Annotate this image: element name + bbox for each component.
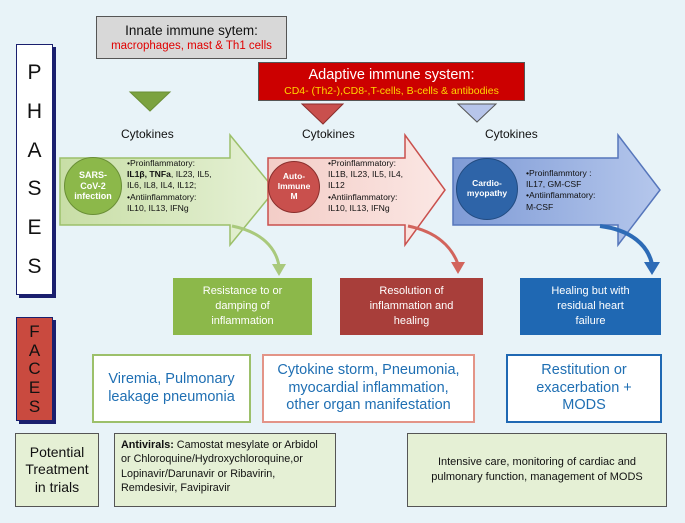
face-text: Viremia, Pulmonary leakage pneumonia <box>108 370 235 405</box>
faces-letter: S <box>28 397 41 417</box>
adaptive-down-triangle-1 <box>300 103 345 125</box>
curved-arrow-green-head <box>272 264 286 276</box>
treatment-label: Potential Treatment in trials <box>25 443 89 495</box>
treatment-label-box: Potential Treatment in trials <box>15 433 99 507</box>
curved-arrow-green <box>231 224 281 267</box>
curved-arrow-blue <box>599 224 654 265</box>
cardiomyopathy-circle: Cardio-myopathy <box>456 158 518 220</box>
adaptive-title: Adaptive immune system: <box>308 66 475 83</box>
innate-subtitle: macrophages, mast & Th1 cells <box>111 40 272 52</box>
cytokines-label-1: Cytokines <box>121 127 174 141</box>
phases-column: P H A S E S <box>16 44 53 295</box>
pro-bold: IL1β, TNFa <box>127 169 171 180</box>
pro-label: •Proinflammatory: <box>127 158 195 168</box>
faces-column: F A C E S <box>16 317 53 421</box>
circle-label: Cardio-myopathy <box>466 178 508 198</box>
face-text: Restitution or exacerbation + MODS <box>536 361 632 414</box>
pro-list: IL1β, TNFa, IL23, IL5, IL6, IL8, IL4, IL… <box>127 169 227 191</box>
outcome-box-blue: Healing but with residual heart failure <box>520 278 661 335</box>
adaptive-immune-box: Adaptive immune system: CD4- (Th2-),CD8-… <box>258 62 525 101</box>
antivirals-label: Antivirals: <box>121 439 174 451</box>
faces-letter: C <box>28 359 41 379</box>
anti-list: IL10, IL13, IFNg <box>127 202 189 213</box>
innate-down-triangle <box>128 91 172 112</box>
faces-letter: F <box>29 321 40 341</box>
anti-list: M-CSF <box>526 201 554 212</box>
curved-arrow-blue-head <box>644 262 660 275</box>
phase-arrow-blue <box>452 132 661 248</box>
outcome-text: Resolution of inflammation and healing <box>369 285 454 327</box>
outcome-box-red: Resolution of inflammation and healing <box>340 278 483 335</box>
circle-label: SARS-CoV-2 infection <box>74 170 112 202</box>
anti-label: •Antiinflammatory: <box>526 190 596 201</box>
innate-immune-box: Innate immune sytem: macrophages, mast &… <box>96 16 287 59</box>
faces-letter: A <box>28 340 41 360</box>
adaptive-subtitle: CD4- (Th2-),CD8-,T-cells, B-cells & anti… <box>284 84 499 97</box>
phases-letter: E <box>27 216 42 240</box>
face-box-red: Cytokine storm, Pneumonia, myocardial in… <box>262 354 475 423</box>
phases-letter: S <box>27 177 42 201</box>
phases-letter: A <box>27 138 42 162</box>
innate-title: Innate immune sytem: <box>125 23 258 38</box>
pro-label: •Proinflammatory: <box>328 158 396 168</box>
autoimmune-circle: Auto-Immune M <box>268 161 320 213</box>
outcome-text: Resistance to or damping of inflammation <box>202 285 283 327</box>
outcome-box-green: Resistance to or damping of inflammation <box>173 278 312 335</box>
face-box-green: Viremia, Pulmonary leakage pneumonia <box>92 354 251 423</box>
sars-cov-2-circle: SARS-CoV-2 infection <box>64 157 122 215</box>
antivirals-text: Camostat mesylate or Arbidol or Chloroqu… <box>121 439 318 494</box>
antivirals-box: Antivirals: Camostat mesylate or Arbidol… <box>114 433 336 507</box>
cytokines-label-3: Cytokines <box>485 127 538 141</box>
pro-rest: , IL23, IL5, IL6, IL8, IL4, IL12; <box>127 169 212 191</box>
pro-list: IL17, GM-CSF <box>526 179 582 190</box>
outcome-text: Healing but with residual heart failure <box>551 285 630 327</box>
care-text: Intensive care, monitoring of cardiac an… <box>431 456 643 483</box>
circle-label: Auto-Immune M <box>277 171 311 201</box>
adaptive-down-triangle-2 <box>456 103 498 123</box>
cytokine-list-1: •Proinflammatory: IL1β, TNFa, IL23, IL5,… <box>127 158 227 214</box>
face-text: Cytokine storm, Pneumonia, myocardial in… <box>277 361 460 414</box>
phases-letter: S <box>27 255 42 279</box>
anti-list: IL10, IL13, IFNg <box>328 202 390 213</box>
curved-arrow-red-head <box>451 262 465 274</box>
pro-label: •Proinflammtory : <box>526 168 592 178</box>
faces-letter: E <box>28 378 41 398</box>
anti-label: •Antiinflammatory: <box>127 191 197 202</box>
phase-arrow-green <box>59 132 276 248</box>
curved-arrow-red <box>407 224 460 265</box>
cytokine-list-2: •Proinflammatory: IL1B, IL23, IL5, IL4, … <box>328 158 418 214</box>
face-box-blue: Restitution or exacerbation + MODS <box>506 354 662 423</box>
anti-label: •Antiinflammatory: <box>328 191 398 202</box>
phases-letter: P <box>27 60 42 84</box>
pro-list: IL1B, IL23, IL5, IL4, IL12 <box>328 169 404 191</box>
cytokine-list-3: •Proinflammtory : IL17, GM-CSF •Antiinfl… <box>526 168 621 213</box>
phases-letter: H <box>26 99 43 123</box>
cytokines-label-2: Cytokines <box>302 127 355 141</box>
care-box: Intensive care, monitoring of cardiac an… <box>407 433 667 507</box>
phase-arrow-red <box>267 132 446 248</box>
